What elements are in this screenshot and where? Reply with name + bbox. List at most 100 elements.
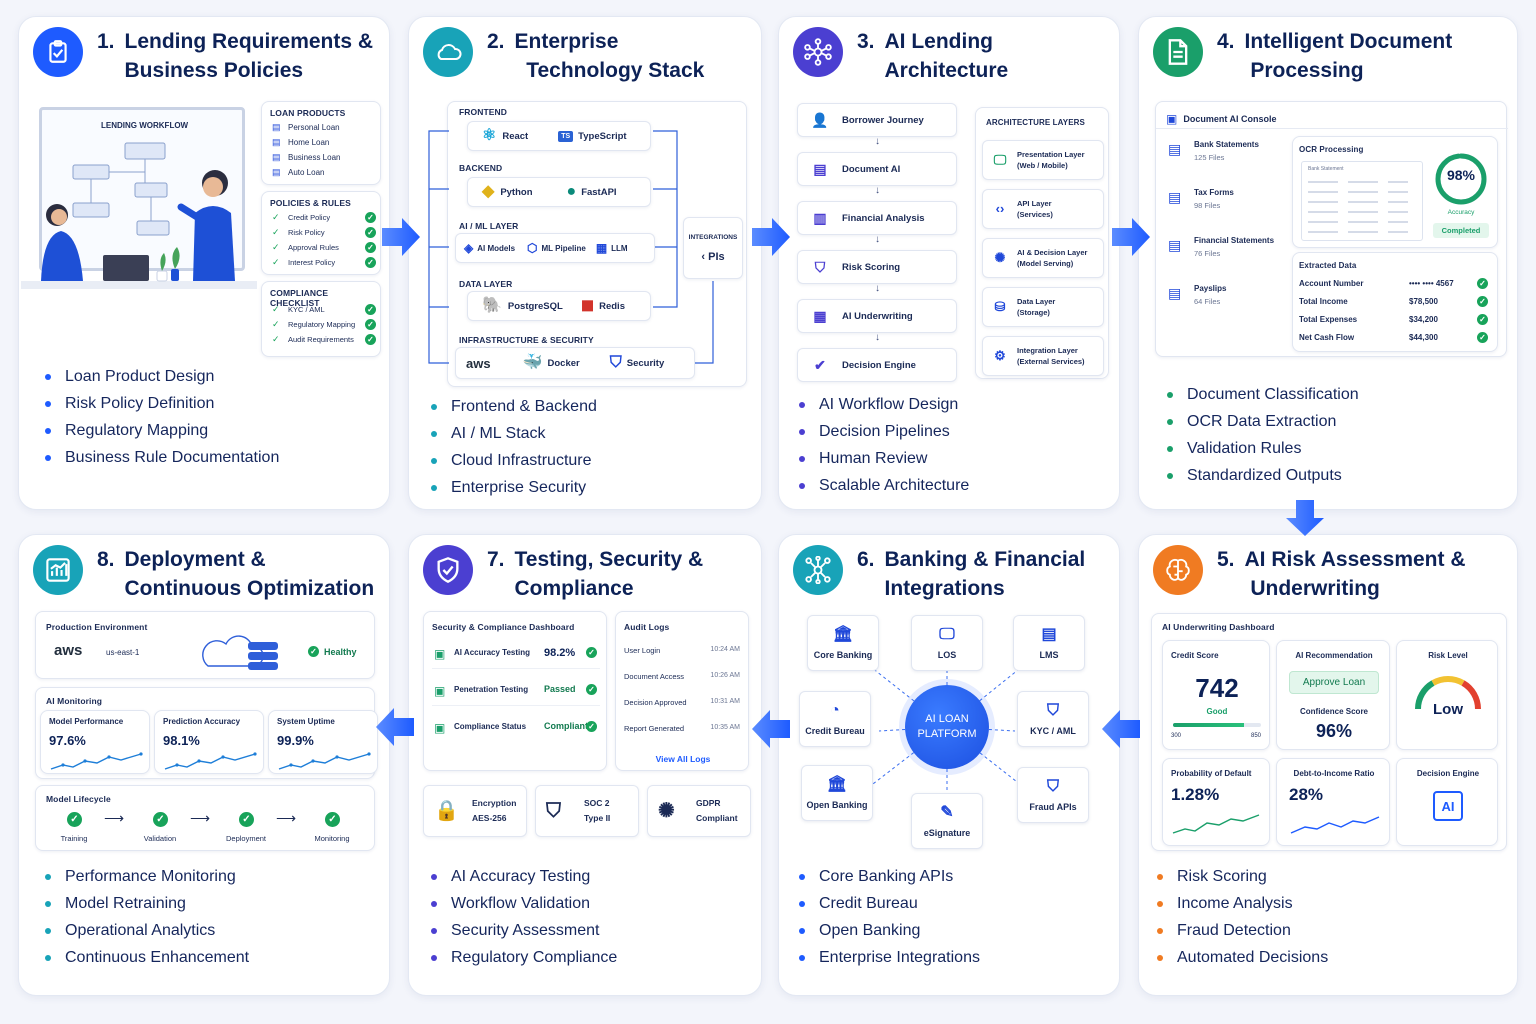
brain-icon: ✺	[994, 250, 1006, 265]
list-item: ✓Interest Policy✓	[272, 257, 376, 268]
check-circle-icon: ✓	[365, 334, 376, 345]
chip-icon: ▦	[595, 241, 608, 255]
document-icon: ▤	[272, 167, 281, 177]
check-mark-icon: ✓	[272, 304, 280, 314]
shield-icon: ⛉	[546, 800, 561, 822]
card-title: 2.Enterprise Technology Stack	[487, 30, 705, 82]
card-title: 8.Deployment &Continuous Optimization	[97, 548, 375, 600]
list-item: ▤Business Loan	[272, 152, 341, 162]
check-mark-icon: ✓	[272, 319, 280, 329]
bullet-list: Document Classification OCR Data Extract…	[1165, 381, 1359, 489]
check-circle-icon: ✓	[1477, 314, 1488, 325]
architecture-layer: ⚙Integration Layer(External Services)	[982, 336, 1104, 376]
architecture-layer: ⛁Data Layer(Storage)	[982, 287, 1104, 327]
document-icon: ▤	[272, 137, 281, 147]
architecture-layer: ✺AI & Decision Layer(Model Serving)	[982, 238, 1104, 278]
list-item: Automated Decisions	[1155, 944, 1328, 971]
list-item: Enterprise Security	[429, 474, 597, 501]
list-item: Continuous Enhancement	[43, 944, 249, 971]
credit-score-value: 742	[1195, 673, 1239, 703]
check-circle-icon: ✓	[1477, 278, 1488, 289]
file-icon: ▤	[1168, 189, 1182, 205]
ai-models-icon: ◈	[464, 241, 474, 255]
list-item: Workflow Validation	[429, 890, 617, 917]
risk-level-tile: Risk Level Low	[1396, 640, 1498, 750]
list-item: ✓Audit Requirements✓	[272, 334, 376, 345]
check-circle-icon: ✓	[153, 812, 168, 827]
list-item: Regulatory Compliance	[429, 944, 617, 971]
flow-step: ⛉Risk Scoring	[797, 250, 957, 284]
check-circle-icon: ✓	[365, 304, 376, 315]
accuracy-ring	[1435, 153, 1487, 205]
architecture-layer: 🖵Presentation Layer(Web / Mobile)	[982, 140, 1104, 180]
checklist-icon: ▣	[434, 721, 446, 735]
ai-chip-icon: ▦	[813, 308, 827, 324]
list-item: Performance Monitoring	[43, 863, 249, 890]
list-item: ✓Approval Rules✓	[272, 242, 376, 253]
credit-score-bar	[1173, 723, 1261, 727]
bullet-list: Frontend & Backend AI / ML Stack Cloud I…	[429, 393, 597, 501]
arrow-right-icon: ⟶	[104, 810, 125, 826]
compliance-checklist-panel: COMPLIANCE CHECKLIST ✓KYC / AML✓✓Regulat…	[261, 281, 381, 357]
ai-layer-box: ◈AI Models ⬡ML Pipeline ▦LLM	[455, 233, 655, 263]
list-item: Fraud Detection	[1155, 917, 1328, 944]
document-icon: ▤	[1041, 626, 1057, 643]
monitor-icon: 🖵	[939, 626, 955, 643]
integration-node: 🏛Core Banking	[807, 615, 879, 671]
completed-badge: Completed	[1433, 223, 1489, 238]
stack-connectors	[428, 130, 714, 364]
card-title: 5.AI Risk Assessment & Underwriting	[1217, 548, 1466, 600]
ai-chip-icon: AI	[1433, 791, 1463, 821]
card-title: 4.Intelligent Document Processing	[1217, 30, 1453, 82]
aws-logo-icon: aws	[54, 642, 83, 659]
list-item: Document Classification	[1165, 381, 1359, 408]
fastapi-icon: ●	[566, 183, 577, 200]
card-lending-requirements: 1.Lending Requirements &Business Policie…	[18, 16, 390, 510]
ai-document-icon: ▣	[1166, 112, 1178, 126]
flow-step: ▥Financial Analysis	[797, 201, 957, 235]
bank-icon: 🏛	[832, 626, 854, 643]
list-item: ✓KYC / AML✓	[272, 304, 376, 315]
bank-statement-preview: Bank Statement	[1301, 161, 1423, 241]
lock-icon: 🔒	[434, 800, 459, 822]
integration-node: 🏛Open Banking	[801, 765, 873, 821]
list-item: AI Workflow Design	[797, 391, 969, 418]
list-item: Risk Scoring	[1155, 863, 1328, 890]
card-testing-security: 7.Testing, Security &Compliance Security…	[408, 534, 762, 996]
code-icon: ‹›	[995, 201, 1005, 216]
file-icon: ▤	[1168, 141, 1182, 157]
list-item: Cloud Infrastructure	[429, 447, 597, 474]
list-item: Security Assessment	[429, 917, 617, 944]
list-item: OCR Data Extraction	[1165, 408, 1359, 435]
list-item: AI Accuracy Testing	[429, 863, 617, 890]
check-circle-icon: ✓	[365, 212, 376, 223]
list-item: Income Analysis	[1155, 890, 1328, 917]
speedometer-icon: ◔	[830, 702, 840, 719]
sparkline	[164, 752, 257, 770]
sparkline	[50, 752, 143, 770]
shield-alert-icon: ⛉	[1046, 778, 1059, 795]
loan-products-panel: LOAN PRODUCTS ▤Personal Loan▤Home Loan▤B…	[261, 101, 381, 185]
user-icon: 👤	[811, 112, 829, 128]
shield-icon: ⛉	[814, 259, 826, 275]
network-nodes-icon	[793, 27, 843, 77]
list-item: Open Banking	[797, 917, 980, 944]
check-circle-icon: ✓	[239, 812, 254, 827]
infrastructure-box: aws 🐳Docker ⛉Security	[455, 347, 695, 379]
cube-icon: ⬡	[527, 241, 538, 255]
workflow-illustration: LENDING WORKFLOW	[21, 103, 259, 309]
list-item: Validation Rules	[1165, 435, 1359, 462]
list-item: ✓Regulatory Mapping✓	[272, 319, 376, 330]
card-technology-stack: 2.Enterprise Technology Stack FRONTEND ⚛…	[408, 16, 762, 510]
check-mark-icon: ✓	[272, 334, 280, 344]
cloud-database-icon	[202, 635, 278, 670]
view-all-logs-link[interactable]: View All Logs	[655, 754, 711, 764]
data-layer-box: 🐘PostgreSQL ◼Redis	[467, 291, 651, 321]
check-circle-icon: ✓	[325, 812, 340, 827]
eu-stars-icon: ✺	[658, 800, 675, 822]
